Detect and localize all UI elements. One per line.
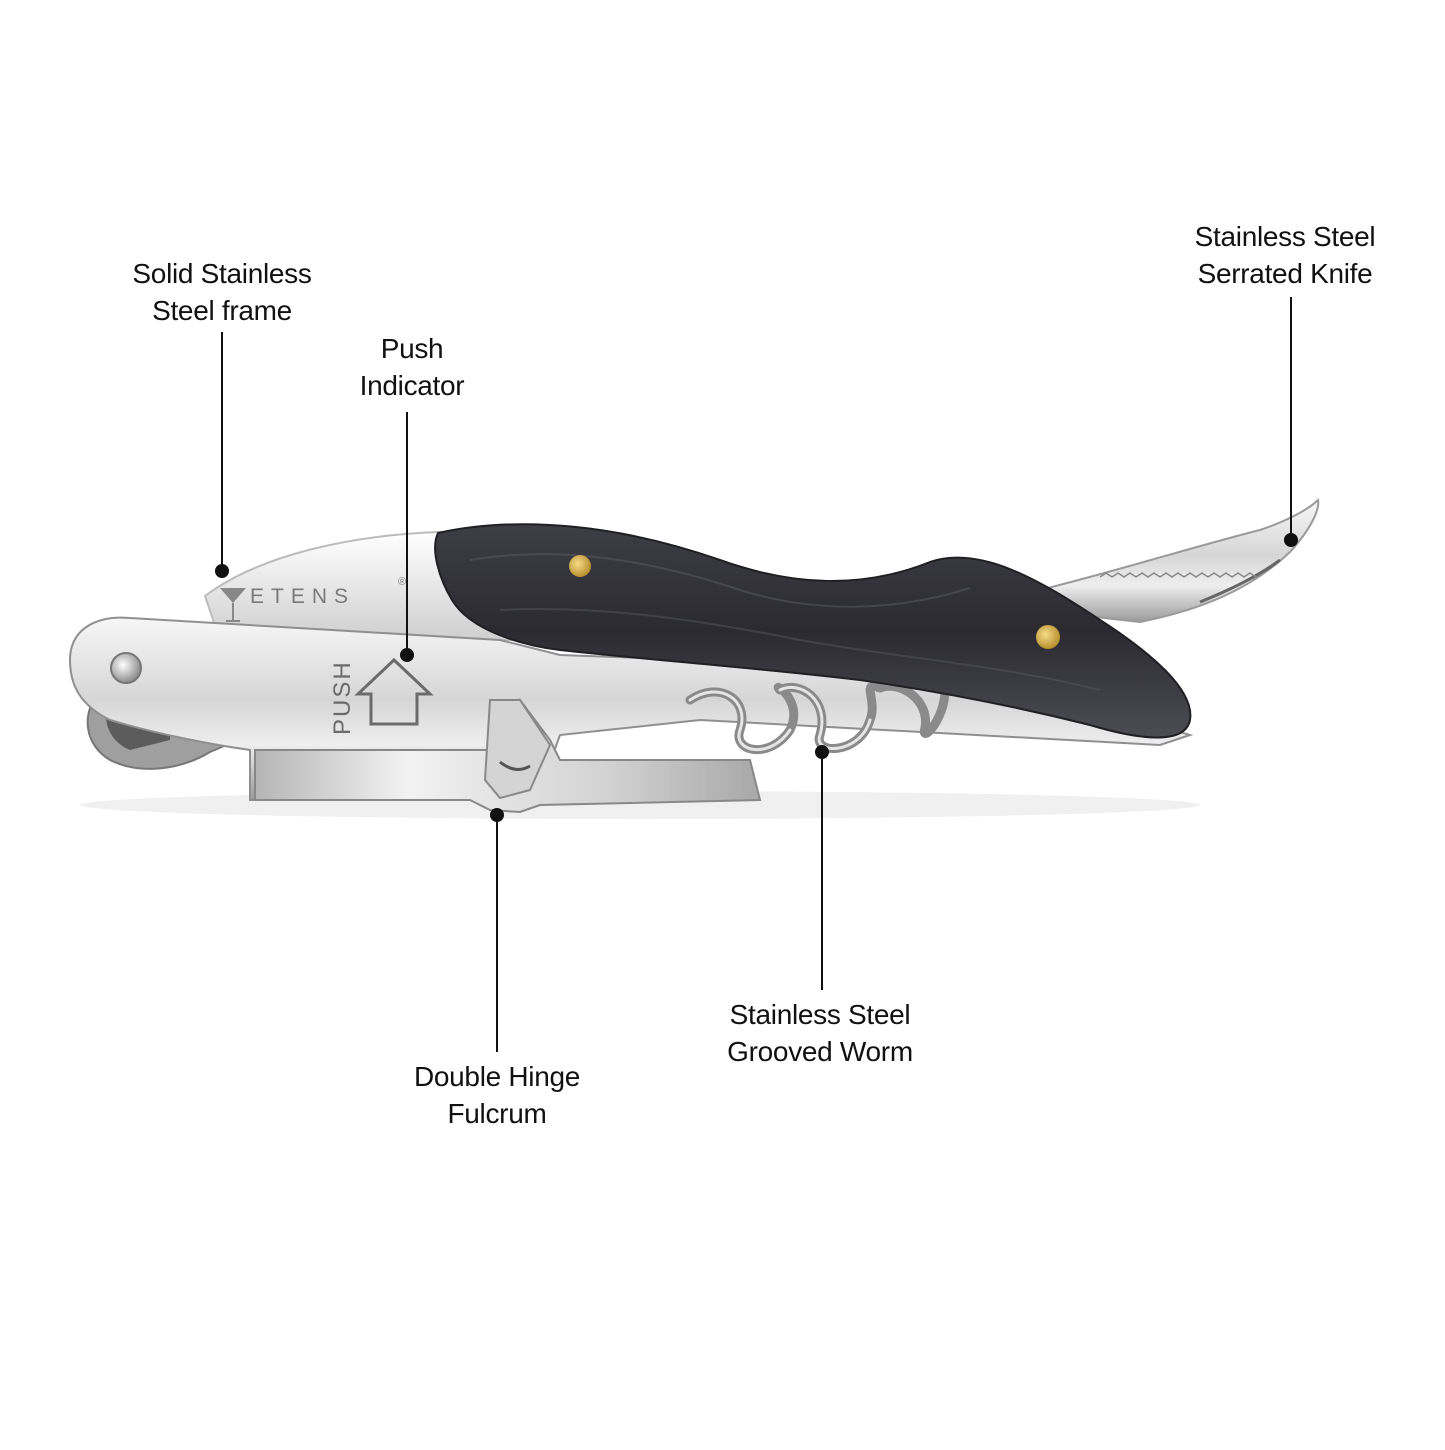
leader-dot-knife bbox=[1284, 533, 1298, 547]
callout-push-line-2: Indicator bbox=[359, 370, 465, 401]
wood-grain bbox=[499, 608, 1101, 691]
callout-knife-line-1: Stainless Steel bbox=[1194, 221, 1376, 252]
brass-rivet bbox=[1036, 625, 1060, 649]
callout-worm-line-1: Stainless Steel bbox=[729, 999, 911, 1030]
callout-hinge-line-1: Double Hinge bbox=[413, 1061, 581, 1092]
push-indicator: PUSH bbox=[329, 657, 434, 735]
callout-worm-line-2: Grooved Worm bbox=[727, 1036, 913, 1067]
pivot-pin bbox=[110, 652, 142, 684]
double-hinge-fulcrum bbox=[254, 697, 762, 814]
callout-push-label: Push Indicator bbox=[337, 330, 487, 404]
callout-hinge-line-2: Fulcrum bbox=[447, 1098, 547, 1129]
leader-dot-hinge bbox=[490, 808, 504, 822]
wood-grain bbox=[469, 553, 971, 608]
leader-dot-push bbox=[400, 648, 414, 662]
callout-knife-line-2: Serrated Knife bbox=[1197, 258, 1373, 289]
callout-push-line-1: Push bbox=[380, 333, 444, 364]
callout-leaders bbox=[215, 297, 1298, 1052]
callout-frame-line-2: Steel frame bbox=[152, 295, 292, 326]
leader-dot-worm bbox=[815, 745, 829, 759]
push-text: PUSH bbox=[329, 660, 356, 735]
callout-frame-label: Solid Stainless Steel frame bbox=[122, 255, 322, 329]
serrated-knife bbox=[1038, 497, 1320, 624]
leader-dot-frame bbox=[215, 564, 229, 578]
callout-hinge-label: Double Hinge Fulcrum bbox=[392, 1058, 602, 1132]
brand-logo-text: ETENS bbox=[250, 585, 355, 608]
registered-mark: ® bbox=[398, 576, 406, 588]
brand-logo: ETENS ® bbox=[220, 576, 406, 622]
callout-worm-label: Stainless Steel Grooved Worm bbox=[705, 996, 935, 1070]
worm-highlight bbox=[688, 685, 872, 751]
callout-frame-line-1: Solid Stainless bbox=[132, 258, 312, 289]
brass-rivet bbox=[569, 555, 591, 577]
wood-handle bbox=[434, 523, 1192, 739]
callout-knife-label: Stainless Steel Serrated Knife bbox=[1180, 218, 1390, 292]
arrow-up-icon bbox=[354, 657, 434, 726]
